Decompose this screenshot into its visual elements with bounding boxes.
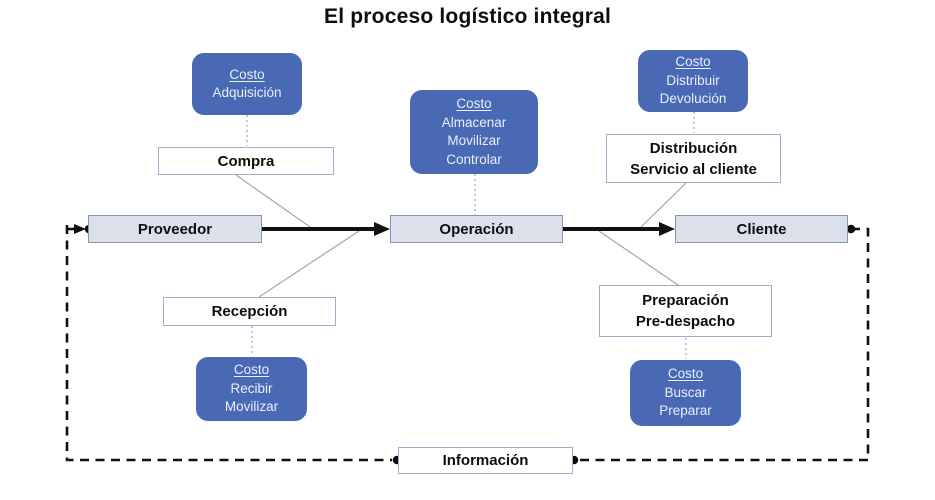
cost-box-line: Almacenar bbox=[441, 114, 507, 130]
process-box-distribucion: Distribución Servicio al cliente bbox=[606, 134, 781, 183]
cost-box-line: Adquisición bbox=[212, 85, 282, 100]
process-box-preparacion: Preparación Pre-despacho bbox=[599, 285, 772, 337]
feedback-loop-left bbox=[65, 225, 392, 462]
diagonal-connector-compra-flow bbox=[235, 174, 314, 230]
connector-dot-cliente bbox=[846, 224, 856, 234]
arrowhead-proveedor-icon bbox=[74, 224, 86, 234]
cost-box-buscar: Costo Buscar Preparar bbox=[630, 360, 741, 426]
cost-box-line: Movilizar bbox=[224, 399, 279, 415]
cost-box-title: Costo bbox=[675, 54, 711, 70]
cost-box-recibir: Costo Recibir Movilizar bbox=[196, 357, 307, 421]
process-label: Distribución bbox=[649, 139, 738, 157]
cost-box-title: Costo bbox=[667, 366, 704, 382]
arrowhead-cliente-icon bbox=[659, 222, 675, 236]
diagonal-connector-preparacion-flow bbox=[598, 230, 679, 286]
process-box-informacion: Información bbox=[398, 447, 573, 474]
process-box-recepcion: Recepción bbox=[163, 297, 336, 326]
process-label: Preparación bbox=[642, 292, 729, 309]
feedback-loop-right bbox=[578, 227, 870, 462]
cost-box-line: Movilizar bbox=[447, 133, 501, 148]
diagonal-connector-distribucion-flow bbox=[640, 182, 687, 228]
cost-box-line: Devolución bbox=[659, 91, 727, 107]
cost-box-line: Controlar bbox=[446, 151, 502, 167]
process-label: Información bbox=[442, 452, 529, 469]
process-box-compra: Compra bbox=[158, 147, 334, 175]
cost-box-almacenar: Costo Almacenar Movilizar Controlar bbox=[410, 90, 538, 174]
entity-label: Cliente bbox=[736, 220, 787, 238]
cost-box-line: Buscar bbox=[664, 384, 707, 400]
cost-box-line: Distribuir bbox=[666, 72, 720, 88]
cost-box-title: Costo bbox=[233, 362, 270, 378]
process-label: Recepción bbox=[211, 303, 288, 320]
diagonal-connector-recepcion-flow bbox=[258, 228, 363, 298]
entity-box-cliente: Cliente bbox=[675, 215, 848, 243]
process-label: Servicio al cliente bbox=[630, 160, 757, 178]
cost-box-title: Costo bbox=[456, 96, 492, 111]
cost-box-line: Preparar bbox=[659, 403, 712, 419]
cost-box-title: Costo bbox=[229, 66, 265, 82]
diagram-title: El proceso logístico integral bbox=[323, 5, 612, 28]
entity-label: Proveedor bbox=[137, 220, 213, 238]
entity-box-operacion: Operación bbox=[390, 215, 563, 243]
cost-box-line: Recibir bbox=[230, 380, 273, 396]
cost-box-distribuir: Costo Distribuir Devolución bbox=[638, 50, 748, 112]
entity-box-proveedor: Proveedor bbox=[88, 215, 262, 243]
entity-label: Operación bbox=[439, 220, 514, 238]
cost-box-adquisicion: Costo Adquisición bbox=[192, 53, 302, 115]
arrowhead-operacion-icon bbox=[374, 222, 390, 236]
process-label: Pre-despacho bbox=[635, 313, 736, 330]
process-label: Compra bbox=[217, 152, 275, 170]
